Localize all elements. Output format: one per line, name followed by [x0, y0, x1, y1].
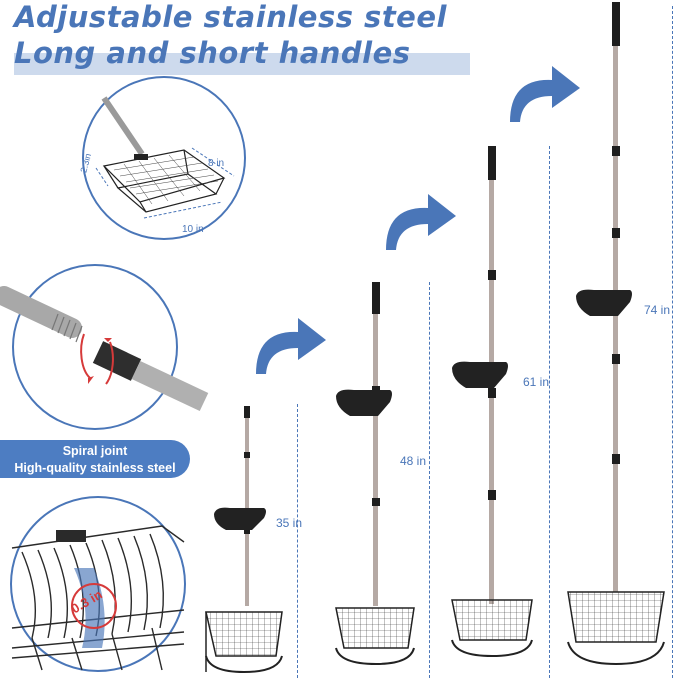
wire-gap-illustration	[11, 525, 185, 671]
curved-arrow-icon	[386, 194, 456, 250]
measure-line-35	[297, 404, 298, 678]
spiral-joint-callout: Spiral joint High-quality stainless stee…	[0, 440, 190, 478]
measure-line-61	[549, 146, 550, 678]
scoop-74in	[567, 2, 665, 666]
measure-line-74	[672, 6, 673, 678]
length-label-35: 35 in	[276, 516, 303, 530]
callout-line-2: High-quality stainless steel	[14, 461, 176, 475]
curved-arrow-icon	[256, 318, 326, 374]
length-label-48: 48 in	[400, 454, 427, 468]
basket-illustration	[95, 96, 235, 219]
measure-line-48	[429, 282, 430, 678]
curved-arrow-icon	[510, 66, 580, 122]
scoop-61in	[451, 146, 533, 658]
length-label-74: 74 in	[644, 303, 671, 317]
scoop-48in	[335, 282, 415, 666]
scoop-35in	[205, 406, 283, 674]
basket-depth-label: 8 in	[208, 158, 225, 169]
spiral-joint-circle	[0, 264, 209, 430]
headline-line-1: Adjustable stainless steel	[14, 0, 447, 34]
spiral-joint-illustration	[0, 286, 209, 412]
callout-line-1: Spiral joint	[62, 444, 128, 458]
headline-line-2: Long and short handles	[14, 36, 411, 70]
length-label-61: 61 in	[523, 375, 550, 389]
title-highlight-band	[14, 53, 470, 75]
basket-dimension-circle: 2.3in 8 in 10 in	[78, 76, 246, 240]
basket-width-label: 10 in	[182, 224, 204, 235]
wire-gap-circle: 0.3 in	[10, 496, 186, 672]
extension-arrows	[256, 66, 580, 374]
